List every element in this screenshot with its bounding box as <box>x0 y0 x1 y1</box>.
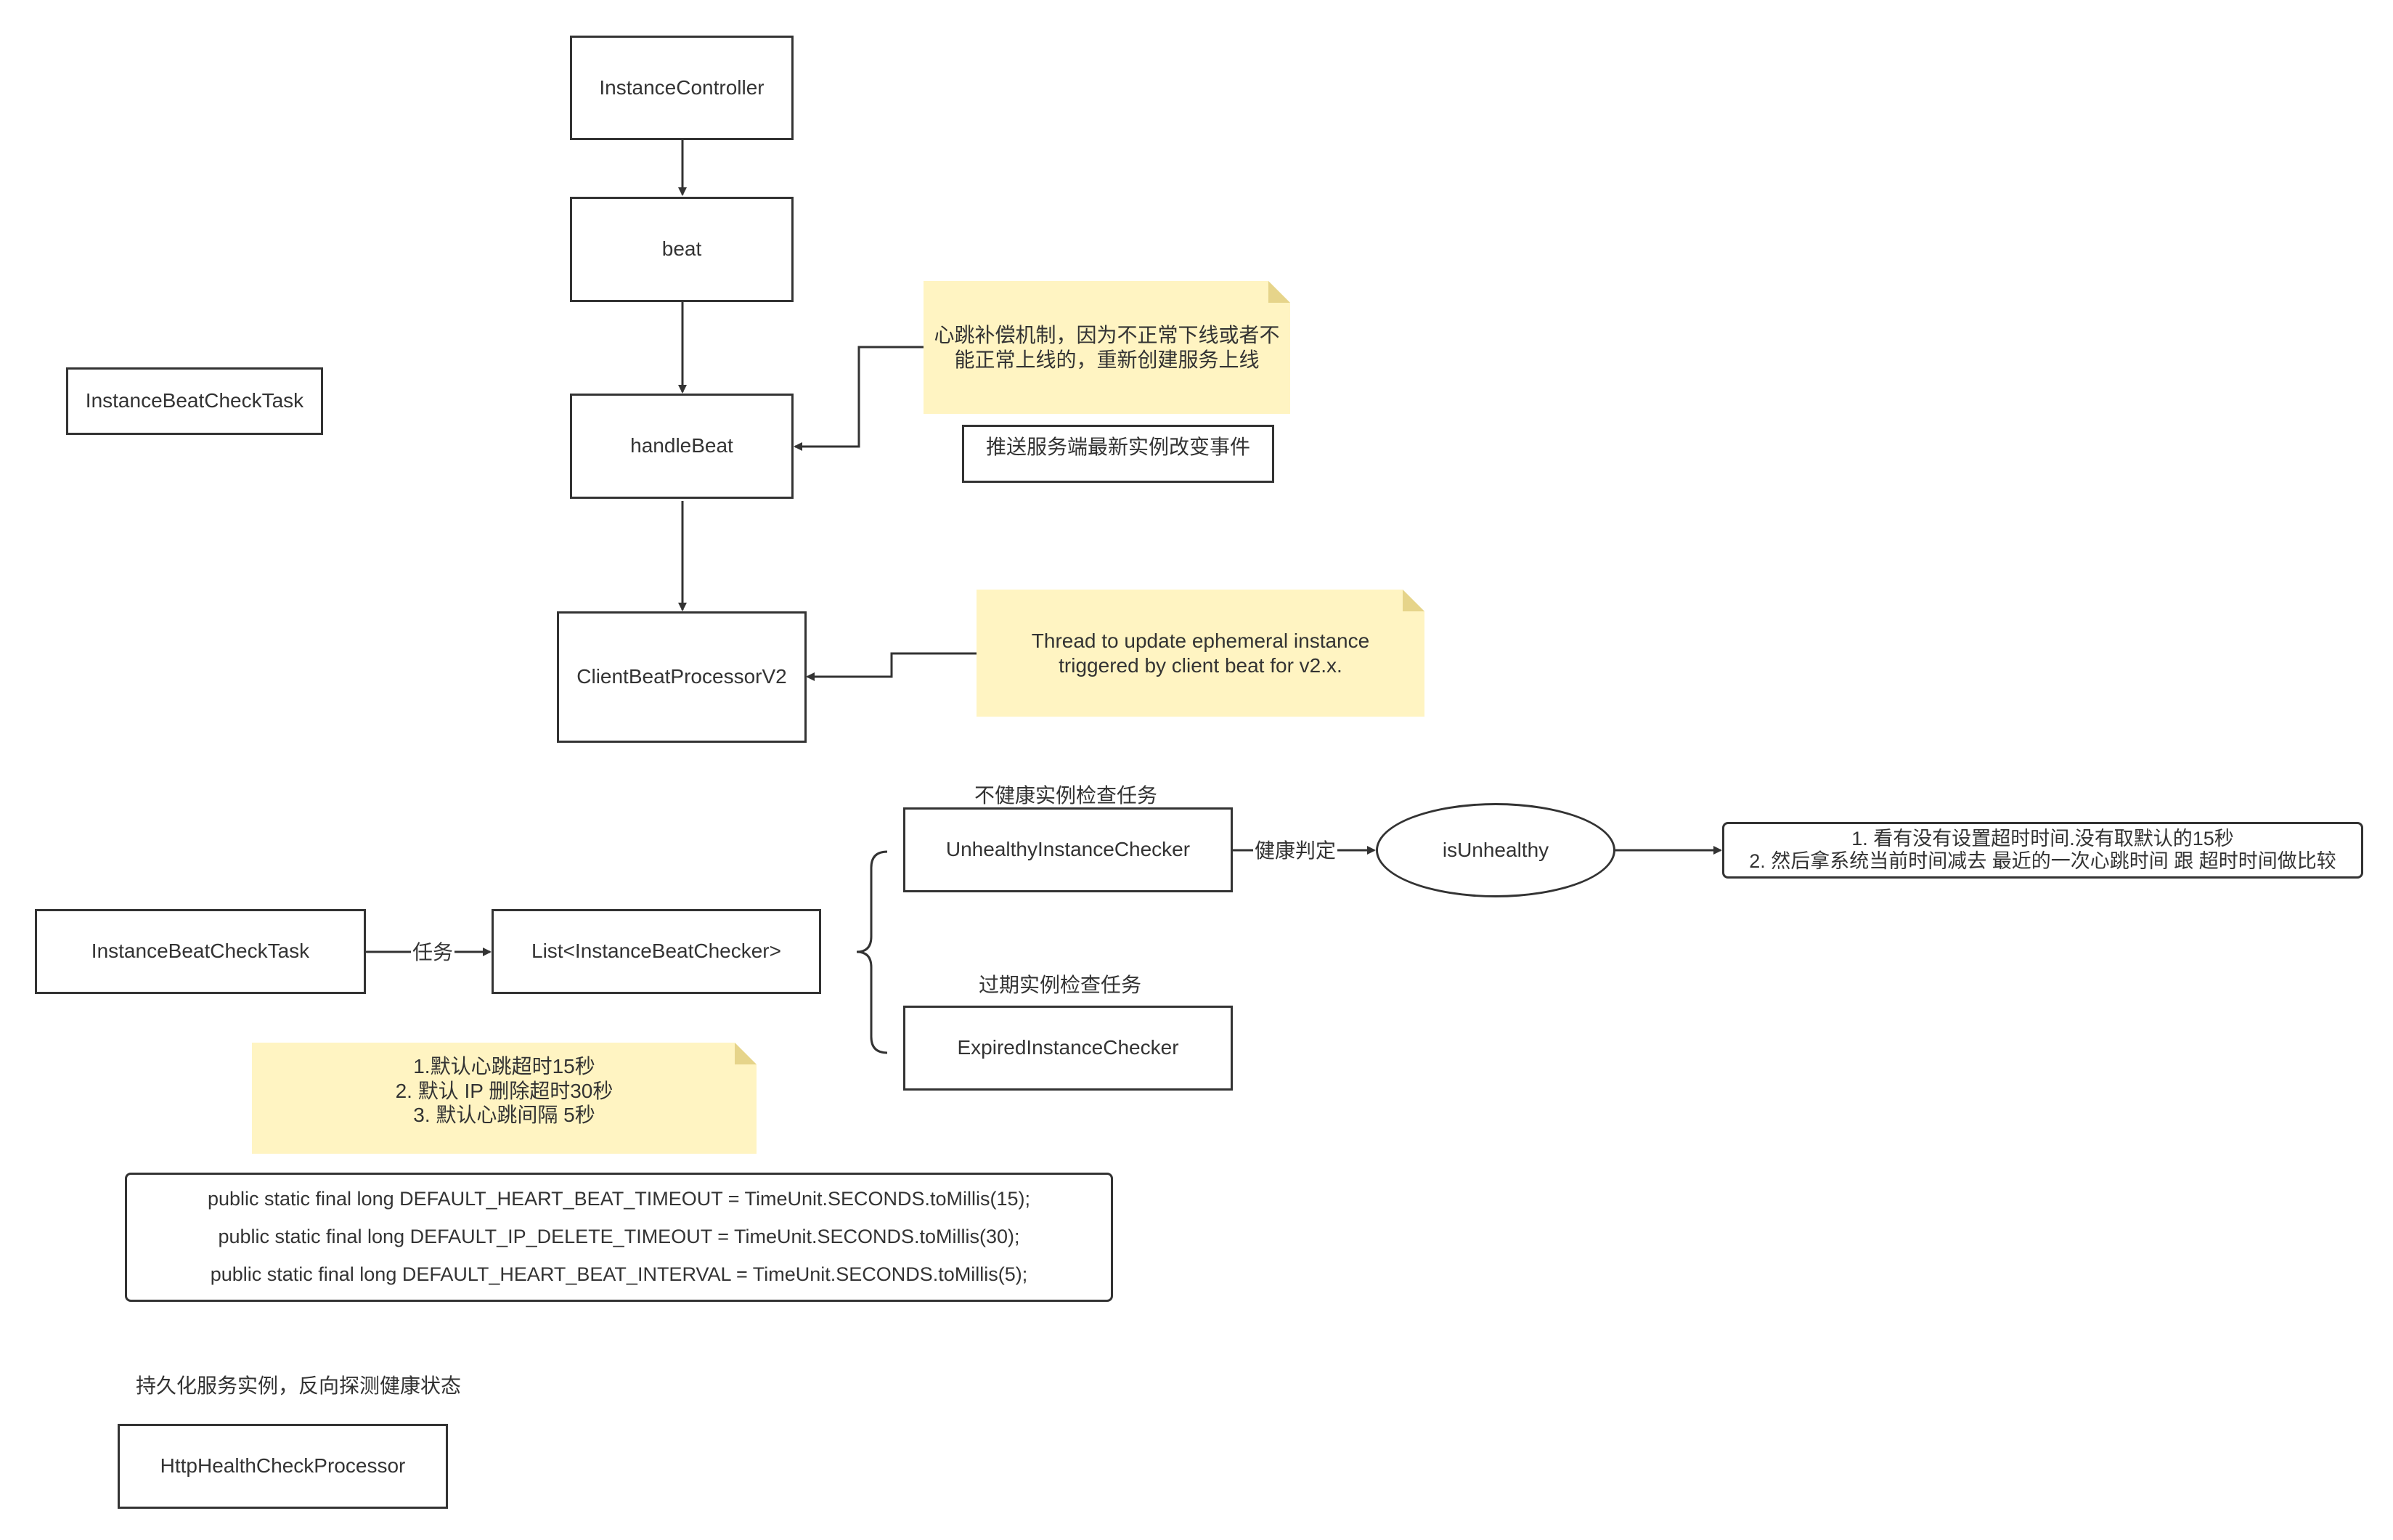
label-expired-task: 过期实例检查任务 <box>979 974 1142 996</box>
note-thread-update-line-1: Thread to update ephemeral instance <box>1031 629 1370 652</box>
node-push-event-label: 推送服务端最新实例改变事件 <box>985 436 1250 458</box>
note-compensation-line-2: 能正常上线的，重新创建服务上线 <box>954 348 1260 371</box>
node-instance-beat-check-task: InstanceBeatCheckTask <box>35 909 366 994</box>
note-defaults-line-1: 1.默认心跳超时15秒 <box>413 1055 595 1078</box>
node-http-health-check-label: HttpHealthCheckProcessor <box>160 1454 406 1478</box>
label-persistent: 持久化服务实例，反向探测健康状态 <box>136 1374 462 1397</box>
note-thread-update-line-2: triggered by client beat for v2.x. <box>1059 653 1342 677</box>
node-rules-line-2: 2. 然后拿系统当前时间减去 最近的一次心跳时间 跟 超时时间做比较 <box>1749 850 2336 872</box>
code-line-heartbeat-timeout: public static final long DEFAULT_HEART_B… <box>207 1188 1031 1210</box>
edge-note-to-processor <box>806 652 977 681</box>
node-rules: 1. 看有没有设置超时时间.没有取默认的15秒 2. 然后拿系统当前时间减去 最… <box>1722 822 2363 879</box>
node-checker-list-label: List<InstanceBeatChecker> <box>531 940 781 963</box>
node-http-health-check: HttpHealthCheckProcessor <box>118 1424 448 1509</box>
node-unhealthy-checker-label: UnhealthyInstanceChecker <box>945 838 1191 861</box>
node-rules-line-1: 1. 看有没有设置超时时间.没有取默认的15秒 <box>1851 827 2234 850</box>
note-compensation-text: 心跳补偿机制，因为不正常下线或者不 能正常上线的，重新创建服务上线 <box>934 323 1279 372</box>
edge-label-task: 任务 <box>411 941 455 964</box>
note-compensation: 心跳补偿机制，因为不正常下线或者不 能正常上线的，重新创建服务上线 <box>924 281 1290 414</box>
node-instance-controller: InstanceController <box>570 36 794 140</box>
node-instance-beat-check-task-top-label: InstanceBeatCheckTask <box>85 389 304 412</box>
edge-label-health-judge: 健康判定 <box>1253 839 1338 863</box>
node-handle-beat-label: handleBeat <box>630 434 733 457</box>
note-defaults-text: 1.默认心跳超时15秒 2. 默认 IP 删除超时30秒 3. 默认心跳间隔 5… <box>396 1054 613 1128</box>
note-defaults-line-2: 2. 默认 IP 删除超时30秒 <box>395 1079 613 1102</box>
brace <box>856 850 888 1054</box>
node-push-event: 推送服务端最新实例改变事件 <box>962 425 1274 483</box>
node-unhealthy-checker: UnhealthyInstanceChecker <box>903 807 1233 892</box>
node-beat: beat <box>570 197 794 302</box>
code-line-heartbeat-interval: public static final long DEFAULT_HEART_B… <box>210 1263 1028 1286</box>
node-checker-list: List<InstanceBeatChecker> <box>492 909 821 994</box>
node-client-beat-processor-label: ClientBeatProcessorV2 <box>576 665 787 688</box>
node-beat-label: beat <box>661 237 702 261</box>
node-expired-checker: ExpiredInstanceChecker <box>903 1006 1233 1091</box>
node-handle-beat: handleBeat <box>570 394 794 499</box>
node-client-beat-processor: ClientBeatProcessorV2 <box>557 611 807 743</box>
node-instance-beat-check-task-top: InstanceBeatCheckTask <box>66 367 323 435</box>
note-thread-update: Thread to update ephemeral instance trig… <box>977 590 1424 717</box>
note-defaults-shape <box>252 1043 757 1154</box>
node-is-unhealthy: isUnhealthy <box>1376 803 1615 897</box>
note-thread-update-text: Thread to update ephemeral instance trig… <box>1032 629 1369 677</box>
label-unhealthy-task: 不健康实例检查任务 <box>974 784 1158 807</box>
note-defaults-line-3: 3. 默认心跳间隔 5秒 <box>413 1104 595 1127</box>
node-instance-beat-check-task-label: InstanceBeatCheckTask <box>91 940 310 963</box>
note-compensation-shape <box>924 281 1290 414</box>
node-instance-controller-label: InstanceController <box>599 76 765 99</box>
code-line-ip-delete-timeout: public static final long DEFAULT_IP_DELE… <box>218 1226 1020 1248</box>
note-compensation-line-1: 心跳补偿机制，因为不正常下线或者不 <box>934 323 1280 346</box>
note-defaults: 1.默认心跳超时15秒 2. 默认 IP 删除超时30秒 3. 默认心跳间隔 5… <box>252 1043 757 1154</box>
note-thread-update-shape <box>977 590 1424 717</box>
node-is-unhealthy-label: isUnhealthy <box>1442 839 1549 861</box>
node-code-constants: public static final long DEFAULT_HEART_B… <box>125 1173 1113 1302</box>
node-expired-checker-label: ExpiredInstanceChecker <box>957 1036 1179 1059</box>
edge-note-to-handlebeat <box>794 346 924 451</box>
